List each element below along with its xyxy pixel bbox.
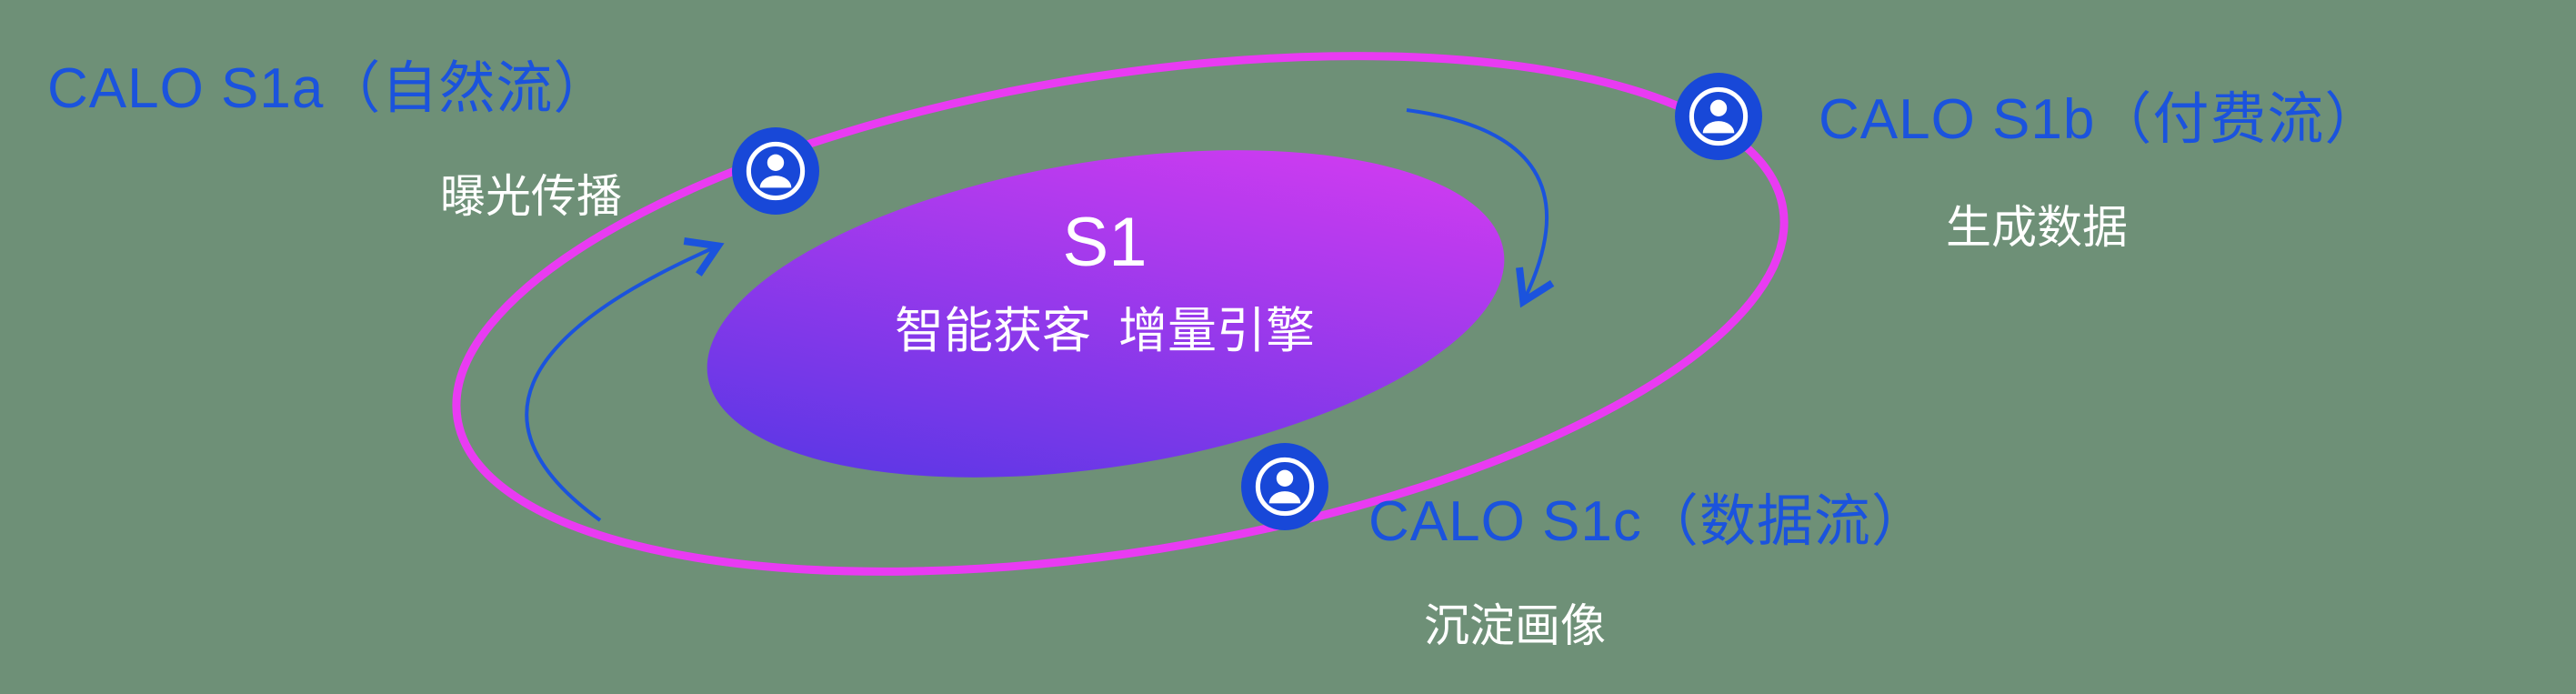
node-s1b — [1674, 72, 1763, 161]
label-s1c: CALO S1c（数据流） — [1368, 490, 1929, 553]
label-s1b: CALO S1b（付费流） — [1819, 88, 2382, 151]
core-label-group: S1 智能获客 增量引擎 — [895, 204, 1315, 362]
core-subtitle: 智能获客 增量引擎 — [894, 304, 1316, 359]
core-ellipse — [707, 150, 1505, 478]
user-icon — [1675, 73, 1762, 160]
sublabel-s1a: 曝光传播 — [440, 171, 622, 222]
flow-arrow-left — [525, 237, 725, 522]
user-icon — [732, 127, 819, 215]
sublabel-s1b: 生成数据 — [1946, 202, 2128, 253]
core-title: S1 — [1062, 204, 1148, 281]
user-icon — [1241, 443, 1328, 530]
sublabel-s1c: 沉淀画像 — [1424, 600, 1606, 651]
orbit-ring — [452, 52, 1789, 576]
flow-arrow-right — [1406, 108, 1555, 308]
node-s1a — [731, 126, 820, 216]
node-s1c — [1240, 442, 1329, 531]
label-s1a: CALO S1a（自然流） — [47, 57, 611, 120]
